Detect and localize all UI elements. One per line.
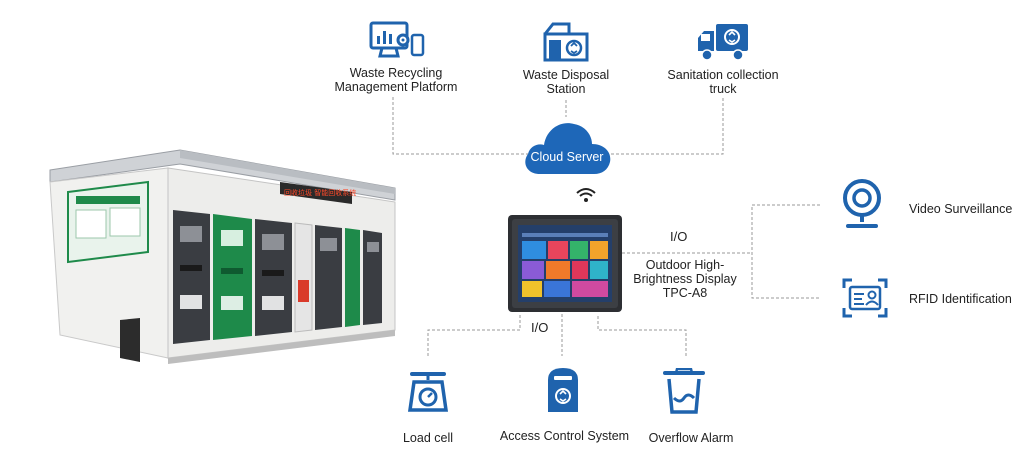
kiosk-bins <box>173 210 382 344</box>
io-right-label: I/O <box>670 229 688 244</box>
display-label-line3: TPC-A8 <box>662 286 708 300</box>
overflow-bin-icon <box>663 368 705 414</box>
station-label-line2: Station <box>546 82 586 96</box>
load-cell-label: Load cell <box>402 431 454 445</box>
display-label-line1: Outdoor High- <box>645 258 725 272</box>
truck-label-line2: truck <box>709 82 737 96</box>
rfid-card-icon <box>842 278 888 318</box>
weighing-scale-icon <box>407 372 449 412</box>
video-surveillance-label: Video Surveillance <box>909 202 1013 216</box>
cloud-server-icon <box>525 123 611 174</box>
platform-label-line1: Waste Recycling <box>349 66 443 80</box>
truck-label-line1: Sanitation collection <box>667 68 779 82</box>
webcam-icon <box>843 179 881 228</box>
tpc-a8-display-image <box>508 215 622 312</box>
io-bottom-label: I/O <box>531 320 549 335</box>
monitor-gear-icon <box>369 21 425 58</box>
cloud-server-label: Cloud Server <box>530 150 604 164</box>
display-label-line2: Brightness Display <box>633 272 737 286</box>
recycling-station-icon <box>543 22 589 62</box>
access-control-label: Access Control System <box>499 429 630 443</box>
rfid-identification-label: RFID Identification <box>909 292 1012 306</box>
station-label-line1: Waste Disposal <box>522 68 610 82</box>
recycling-bin-access-icon <box>548 368 578 412</box>
wifi-icon <box>576 188 596 202</box>
platform-label-line2: Management Platform <box>334 80 458 94</box>
collection-truck-icon <box>698 24 748 61</box>
waste-recycling-kiosk-image: 回收垃圾 智能回收系统 <box>49 149 396 364</box>
overflow-alarm-label: Overflow Alarm <box>648 431 734 445</box>
led-sign-text: 回收垃圾 智能回收系统 <box>284 188 356 197</box>
